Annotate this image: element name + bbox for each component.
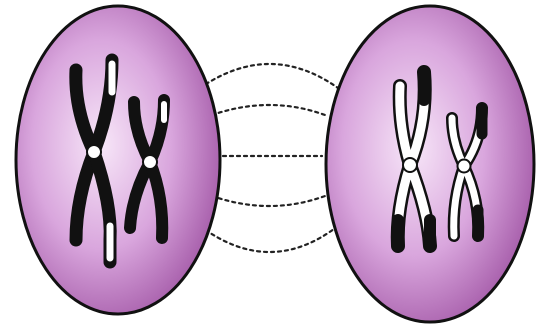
- right-long-chromosome: [390, 65, 437, 253]
- left-cell-body: [14, 4, 222, 316]
- spindle-fiber: [210, 103, 327, 117]
- right-short-chromosome: [446, 102, 488, 242]
- spindle-fiber: [198, 224, 340, 253]
- spindle-fiber: [210, 194, 327, 208]
- centromere: [86, 144, 102, 160]
- spindle-fiber: [198, 63, 340, 90]
- centromere: [142, 154, 158, 170]
- left-long-chromosome: [69, 53, 119, 269]
- centromere: [402, 157, 418, 173]
- left-cell: [14, 4, 222, 316]
- left-short-chromosome: [124, 94, 170, 244]
- right-cell: [324, 4, 536, 324]
- spindle-fibers: [198, 63, 340, 253]
- right-cell-body: [324, 4, 536, 324]
- centromere: [456, 158, 472, 174]
